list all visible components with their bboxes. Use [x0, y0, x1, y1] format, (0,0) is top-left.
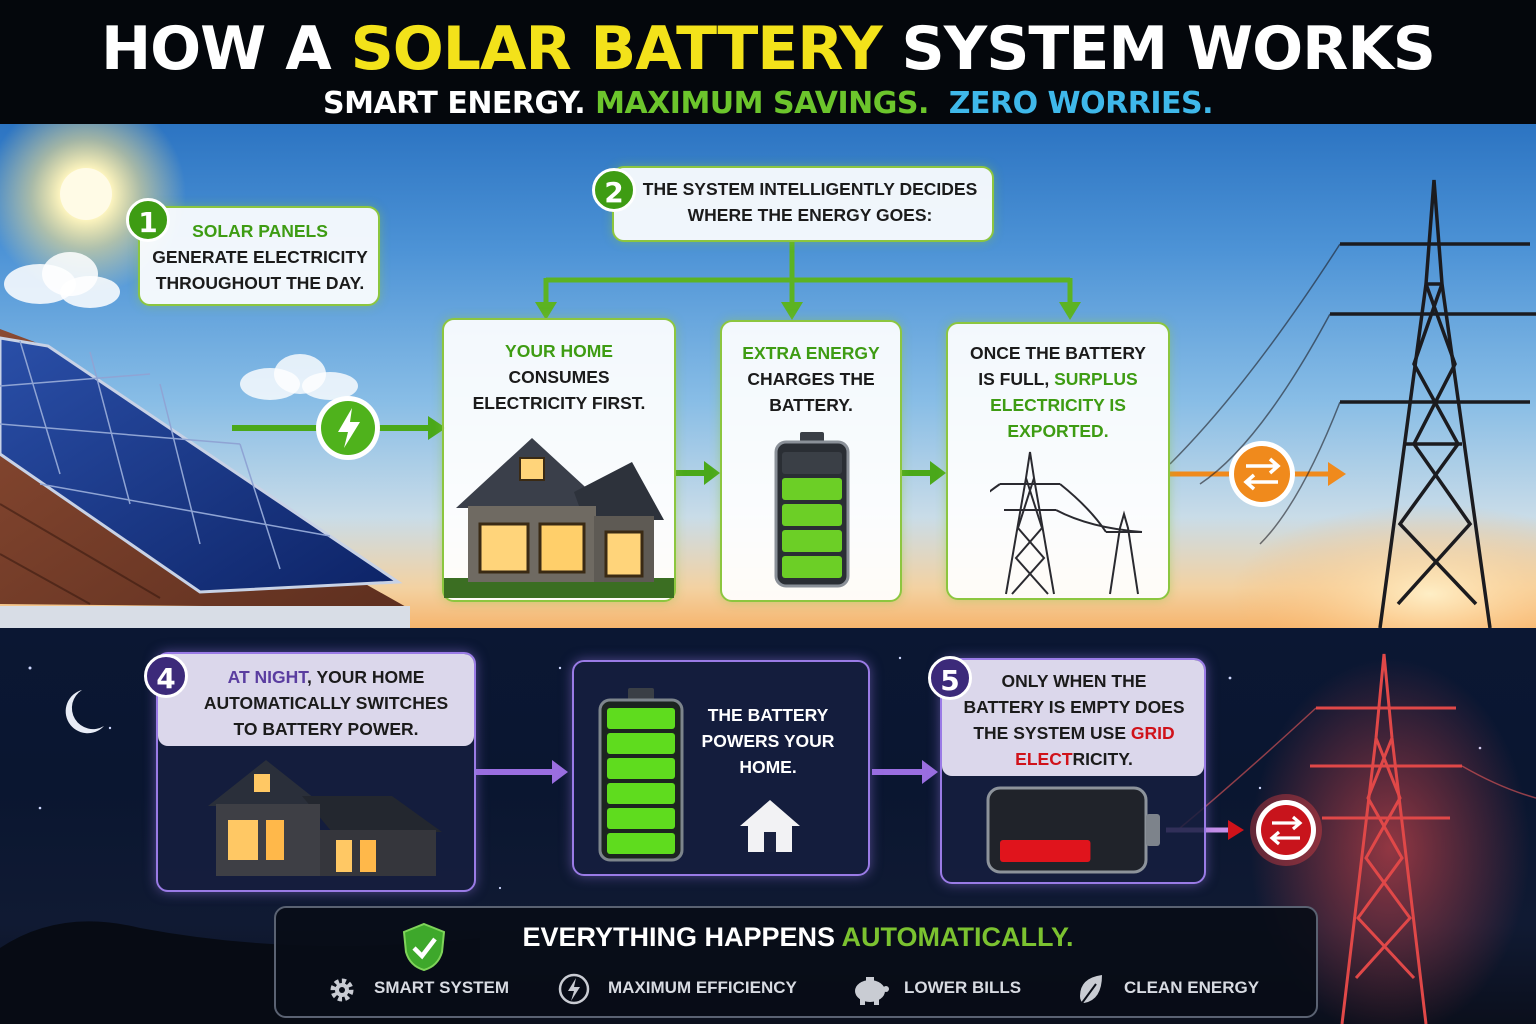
gear-icon	[330, 978, 354, 1002]
sun	[60, 168, 112, 220]
battery-charge-level	[782, 452, 842, 578]
battery-cell	[782, 478, 842, 500]
branch-arrows	[543, 242, 1073, 306]
battery-cell	[782, 504, 842, 526]
battery-empty-icon	[986, 786, 1160, 874]
step1-badge: 1	[126, 198, 170, 242]
step4-badge: 4	[144, 654, 188, 698]
battery-cell	[607, 733, 675, 754]
battery-cell	[782, 452, 842, 474]
battery-full-level	[607, 708, 675, 854]
solar-panel-array	[0, 336, 403, 594]
step1-card	[138, 206, 380, 306]
step4-label-bg	[158, 654, 474, 746]
moon-icon	[65, 690, 104, 734]
step5-badge: 5	[928, 656, 972, 700]
page-title: HOW A SOLAR BATTERY SYSTEM WORKS	[100, 14, 1436, 84]
battery-cell	[782, 530, 842, 552]
day-scene	[0, 124, 1536, 628]
step2-card	[612, 166, 994, 242]
battery-cell	[607, 758, 675, 779]
battery-cell	[607, 808, 675, 829]
footer-title: EVERYTHING HAPPENS AUTOMATICALLY.	[522, 922, 1074, 952]
home-icon	[740, 800, 800, 852]
footer-banner: EVERYTHING HAPPENS AUTOMATICALLY. SMART …	[274, 906, 1318, 1018]
lightning-icon	[558, 973, 590, 1005]
battery-cell	[782, 556, 842, 578]
battery-charging-icon	[774, 432, 850, 588]
feature-maximum-efficiency: MAXIMUM EFFICIENCY	[608, 978, 797, 997]
battery-cell	[607, 833, 675, 854]
page-subtitle: SMART ENERGY. MAXIMUM SAVINGS. ZERO WORR…	[322, 86, 1214, 121]
cloud-left	[4, 252, 120, 308]
shield-check-icon	[402, 922, 446, 972]
transmission-tower-large	[1330, 179, 1536, 628]
small-towers-illustration	[990, 451, 1143, 595]
battery-full-icon	[598, 688, 684, 862]
battery-empty-level	[1000, 840, 1091, 862]
feature-clean-energy: CLEAN ENERGY	[1124, 978, 1260, 997]
tower-glow	[1250, 658, 1530, 1024]
power-lines	[1169, 243, 1341, 545]
piggy-bank-icon	[855, 977, 889, 1005]
feature-smart-system: SMART SYSTEM	[374, 978, 510, 997]
house-wall	[0, 606, 410, 628]
grid-exchange-icon	[1234, 446, 1290, 502]
step5-label-bg	[942, 660, 1204, 776]
grid-import-icon	[1261, 805, 1311, 855]
feature-lower-bills: LOWER BILLS	[904, 978, 1022, 997]
leaf-icon	[1080, 975, 1102, 1004]
transmission-tower-red	[1310, 653, 1462, 1024]
battery-cell	[607, 708, 675, 729]
lightning-icon	[338, 408, 360, 448]
cloud-middle	[240, 354, 358, 400]
step2-badge: 2	[592, 168, 636, 212]
battery-cell	[607, 783, 675, 804]
house-day-illustration	[444, 438, 674, 598]
solar-panel-grid	[0, 340, 331, 570]
header: HOW A SOLAR BATTERY SYSTEM WORKS SMART E…	[0, 0, 1536, 124]
house-night-illustration	[208, 760, 442, 876]
